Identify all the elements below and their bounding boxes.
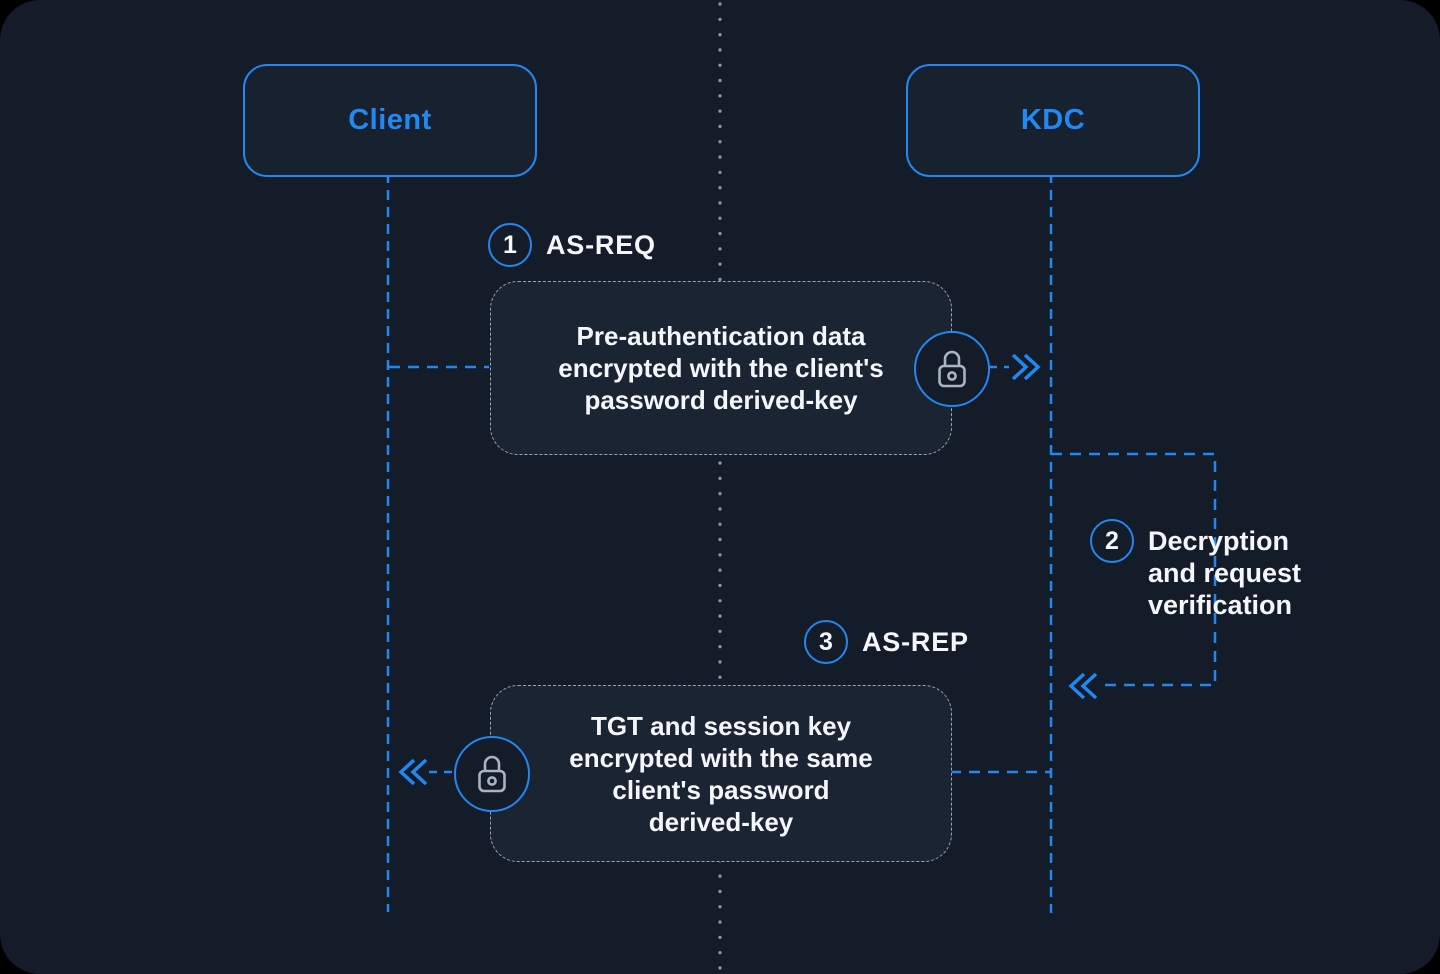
- step-2-line: verification: [1148, 590, 1293, 620]
- actor-kdc-label: KDC: [1020, 104, 1086, 136]
- actor-client: Client: [243, 64, 537, 177]
- message-line: client's password: [612, 774, 830, 805]
- lock-badge: [914, 331, 990, 407]
- lock-badge: [454, 736, 530, 812]
- step-3-number-badge: 3: [804, 620, 848, 664]
- step-2-number: 2: [1105, 526, 1119, 555]
- message-line: password derived-key: [584, 385, 858, 415]
- as-req-payload-box: Pre-authentication data encrypted with t…: [490, 281, 952, 455]
- step-3-label: AS-REP: [862, 627, 969, 657]
- step-2-label: Decryption and request verification: [1148, 525, 1301, 621]
- step-2-line: and request: [1148, 558, 1302, 588]
- step-1: 1 AS-REQ: [488, 223, 656, 267]
- as-rep-payload-box: TGT and session key encrypted with the s…: [490, 685, 952, 862]
- kdc-decryption-loop: [1051, 452, 1217, 687]
- double-chevron-left-icon: [1068, 672, 1098, 700]
- actor-kdc: KDC: [906, 64, 1200, 177]
- message-line: encrypted with the same: [569, 742, 873, 773]
- step-1-number: 1: [503, 230, 517, 259]
- step-2-line: Decryption: [1148, 526, 1290, 556]
- step-3-number: 3: [819, 627, 833, 656]
- message-line: TGT and session key: [590, 710, 852, 741]
- actor-client-label: Client: [348, 104, 432, 136]
- message-line: Pre-authentication data: [576, 321, 866, 351]
- lock-icon: [478, 755, 506, 793]
- double-chevron-right-icon: [1011, 353, 1041, 381]
- step-2: 2 Decryption and request verification: [1090, 519, 1301, 621]
- step-2-number-badge: 2: [1090, 519, 1134, 563]
- lock-icon: [938, 350, 966, 388]
- message-line: encrypted with the client's: [558, 353, 884, 383]
- step-1-label: AS-REQ: [546, 230, 656, 260]
- message-line: derived-key: [648, 806, 794, 837]
- double-chevron-left-icon: [398, 758, 428, 786]
- step-1-number-badge: 1: [488, 223, 532, 267]
- step-3: 3 AS-REP: [804, 620, 969, 664]
